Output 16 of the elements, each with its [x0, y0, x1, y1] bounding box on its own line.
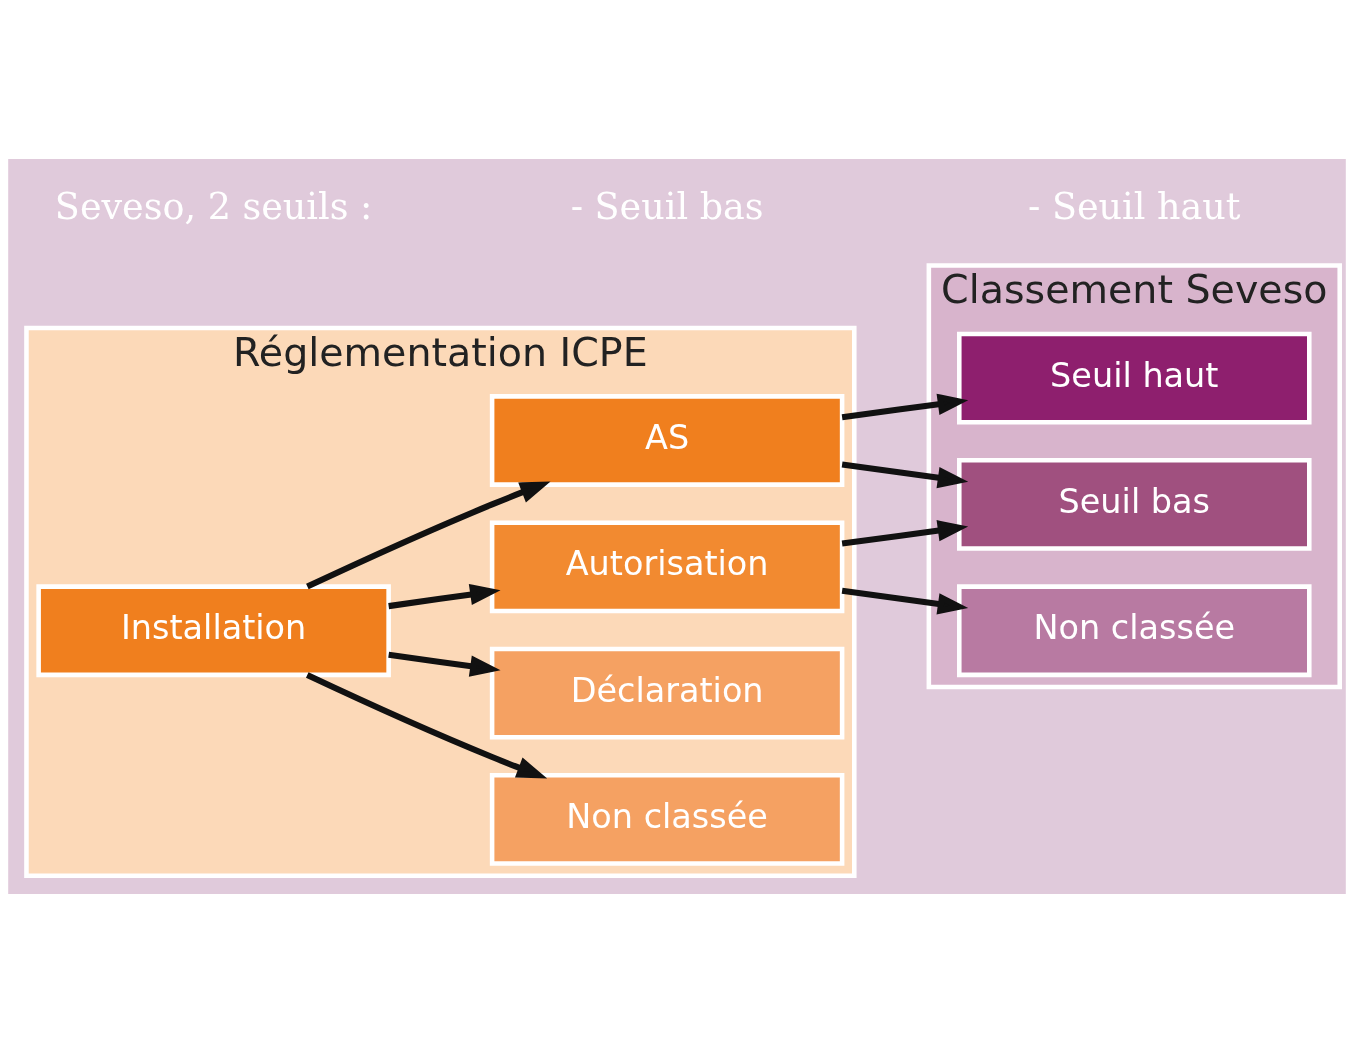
arrow: [841, 393, 969, 421]
arrow: [841, 520, 969, 547]
node-box: Installation: [36, 584, 391, 678]
arrow: [841, 461, 969, 489]
arrow: [388, 583, 501, 610]
arrow: [305, 672, 548, 779]
arrow: [306, 481, 551, 590]
arrow: [388, 651, 501, 677]
node-box: Non classée: [957, 584, 1312, 678]
node-box: Autorisation: [489, 520, 845, 614]
node-box: Seuil bas: [957, 458, 1312, 551]
node-box: Non classée: [489, 773, 845, 866]
node-box: Seuil haut: [957, 331, 1312, 425]
node-box: AS: [489, 394, 845, 487]
node-box: Déclaration: [489, 646, 845, 740]
arrow: [841, 587, 969, 615]
